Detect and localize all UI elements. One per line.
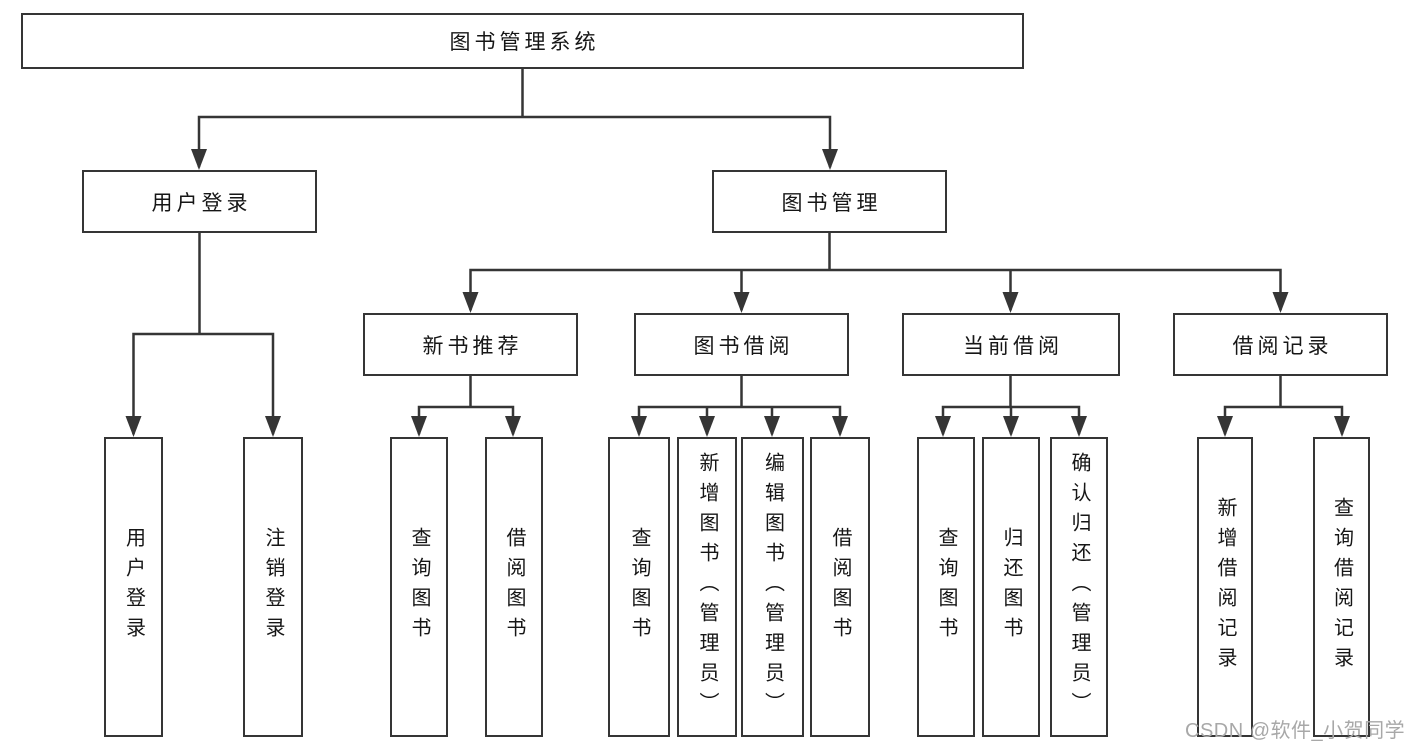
node-book-management: 图书管理 (712, 170, 947, 233)
leaf-query-borrow-record-label: 查询借阅记录 (1330, 497, 1353, 677)
node-current-borrowing: 当前借阅 (902, 313, 1120, 376)
leaf-query-books-current-label: 查询图书 (935, 527, 957, 647)
leaf-add-borrow-record-label: 新增借阅记录 (1214, 497, 1236, 677)
arrowheads (125, 149, 1350, 437)
node-book-borrowing-label: 图书借阅 (693, 334, 794, 358)
leaf-add-borrow-record: 新增借阅记录 (1197, 437, 1253, 737)
leaf-user-login: 用户登录 (104, 437, 163, 737)
leaf-confirm-return-admin: 确认归还（管理员） (1050, 437, 1108, 737)
leaf-borrow-books-label: 借阅图书 (829, 527, 851, 647)
leaf-query-books-borrowing: 查询图书 (608, 437, 670, 737)
leaf-user-login-label: 用户登录 (122, 527, 145, 647)
node-borrowing-records: 借阅记录 (1173, 313, 1388, 376)
leaf-add-book-admin-label: 新增图书（管理员） (696, 452, 718, 722)
leaf-borrow-books-recommend-label: 借阅图书 (503, 527, 525, 647)
node-new-book-recommendation: 新书推荐 (363, 313, 578, 376)
leaf-confirm-return-admin-label: 确认归还（管理员） (1068, 452, 1090, 722)
leaf-query-books-borrowing-label: 查询图书 (628, 527, 650, 647)
node-new-book-recommendation-label: 新书推荐 (422, 334, 523, 358)
leaf-logout-label: 注销登录 (262, 527, 284, 647)
node-book-borrowing: 图书借阅 (634, 313, 849, 376)
leaf-logout: 注销登录 (243, 437, 303, 737)
leaf-edit-book-admin: 编辑图书（管理员） (741, 437, 804, 737)
leaf-add-book-admin: 新增图书（管理员） (677, 437, 737, 737)
leaf-edit-book-admin-label: 编辑图书（管理员） (761, 452, 784, 722)
node-borrowing-records-label: 借阅记录 (1232, 334, 1333, 358)
watermark: CSDN @软件_小贺同学 (1185, 720, 1405, 742)
node-current-borrowing-label: 当前借阅 (963, 334, 1063, 358)
leaf-return-books-label: 归还图书 (1000, 527, 1022, 647)
leaf-query-books-current: 查询图书 (917, 437, 975, 737)
leaf-query-books-recommend: 查询图书 (390, 437, 448, 737)
leaf-query-books-recommend-label: 查询图书 (408, 527, 430, 647)
node-user-login-label: 用户登录 (151, 191, 252, 215)
node-user-login: 用户登录 (82, 170, 317, 233)
node-root-label: 图书管理系统 (449, 31, 600, 54)
leaf-query-borrow-record: 查询借阅记录 (1313, 437, 1370, 737)
node-root: 图书管理系统 (21, 13, 1024, 69)
node-book-management-label: 图书管理 (781, 191, 882, 215)
leaf-borrow-books: 借阅图书 (810, 437, 870, 737)
leaf-return-books: 归还图书 (982, 437, 1040, 737)
leaf-borrow-books-recommend: 借阅图书 (485, 437, 543, 737)
